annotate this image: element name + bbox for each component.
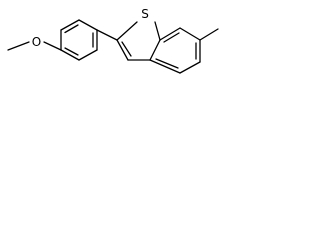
benzo-ring (149, 27, 201, 74)
sulfur-atom-label: S (141, 7, 149, 21)
thiophene-double-bond (121, 41, 132, 57)
phenyl-double-bond (64, 47, 79, 56)
phenyl-double-bond (64, 24, 79, 34)
thiophene-ring (116, 21, 161, 61)
bond-methyl-oxygen (7, 41, 30, 51)
benzo-double-bond (155, 58, 179, 69)
bond-aryl-thiophene (96, 29, 118, 41)
oxygen-atom-label: O (32, 35, 41, 49)
phenyl-ring (60, 19, 98, 61)
bond-methyl-substituent (199, 28, 219, 41)
chemical-structure-diagram: O S (7, 6, 219, 74)
bond-oxygen-aryl (43, 41, 62, 51)
benzo-double-bond (163, 32, 180, 43)
